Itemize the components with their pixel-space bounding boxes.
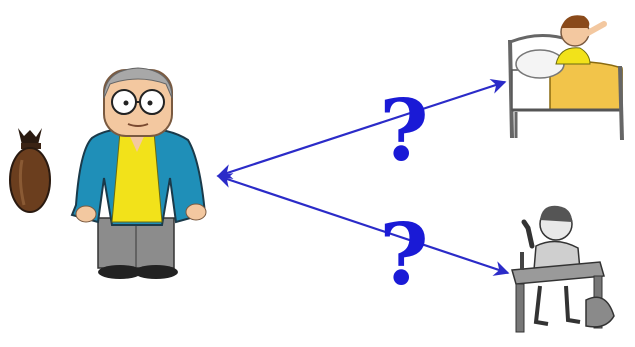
arrow-man-to-bed: [216, 78, 507, 180]
boy-at-school-desk-icon: [511, 205, 615, 333]
money-bag-icon: [9, 128, 51, 213]
man-with-glasses-icon: [70, 67, 207, 279]
arrow-man-to-desk: [216, 173, 510, 276]
question-mark-bottom: ?: [379, 205, 428, 304]
question-mark-top: ?: [379, 81, 428, 180]
boy-in-bed-icon: [508, 15, 624, 141]
